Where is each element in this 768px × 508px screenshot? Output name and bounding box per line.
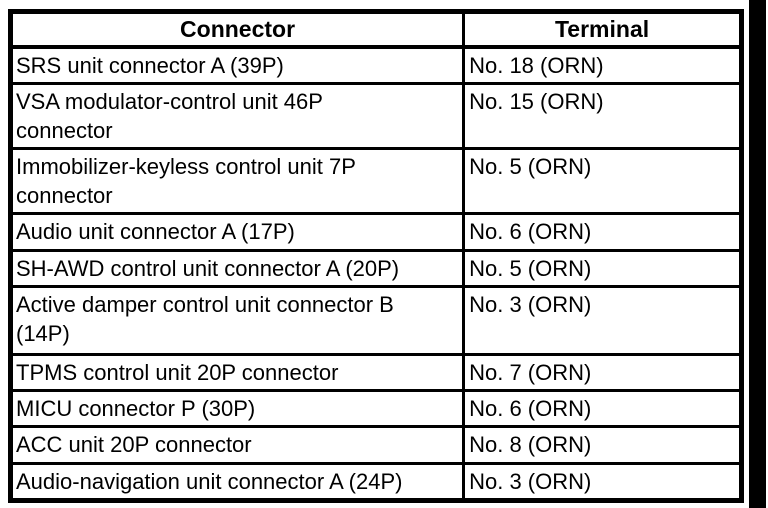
table-row: Audio-navigation unit connector A (24P) … [10, 462, 742, 501]
connector-cell: VSA modulator-control unit 46P connector [10, 82, 464, 149]
connector-cell: MICU connector P (30P) [10, 389, 464, 427]
connector-cell: Active damper control unit connector B (… [10, 285, 464, 355]
table-row: Active damper control unit connector B (… [10, 285, 742, 355]
table-row: ACC unit 20P connector No. 8 (ORN) [10, 425, 742, 464]
terminal-cell: No. 6 (ORN) [462, 389, 742, 427]
table-row: Audio unit connector A (17P) No. 6 (ORN) [10, 212, 742, 251]
connector-cell: Audio unit connector A (17P) [10, 212, 464, 251]
table-row: MICU connector P (30P) No. 6 (ORN) [10, 389, 742, 427]
terminal-cell: No. 3 (ORN) [462, 285, 742, 355]
table-row: TPMS control unit 20P connector No. 7 (O… [10, 353, 742, 391]
column-header-connector: Connector [10, 11, 464, 49]
table-row: SH-AWD control unit connector A (20P) No… [10, 249, 742, 287]
header-row: Connector Terminal [10, 11, 742, 49]
table-row: SRS unit connector A (39P) No. 18 (ORN) [10, 45, 742, 84]
terminal-cell: No. 7 (ORN) [462, 353, 742, 391]
table-row: Immobilizer-keyless control unit 7P conn… [10, 147, 742, 214]
terminal-cell: No. 15 (ORN) [462, 82, 742, 149]
terminal-cell: No. 8 (ORN) [462, 425, 742, 464]
connector-cell: TPMS control unit 20P connector [10, 353, 464, 391]
connector-terminal-table: Connector Terminal SRS unit connector A … [8, 9, 744, 503]
table-row: VSA modulator-control unit 46P connector… [10, 82, 742, 149]
column-header-terminal: Terminal [462, 11, 742, 49]
terminal-cell: No. 3 (ORN) [462, 462, 742, 501]
connector-cell: Audio-navigation unit connector A (24P) [10, 462, 464, 501]
terminal-cell: No. 18 (ORN) [462, 45, 742, 84]
connector-cell: SH-AWD control unit connector A (20P) [10, 249, 464, 287]
connector-cell: ACC unit 20P connector [10, 425, 464, 464]
connector-cell: Immobilizer-keyless control unit 7P conn… [10, 147, 464, 214]
terminal-cell: No. 5 (ORN) [462, 249, 742, 287]
connector-cell: SRS unit connector A (39P) [10, 45, 464, 84]
terminal-cell: No. 6 (ORN) [462, 212, 742, 251]
terminal-cell: No. 5 (ORN) [462, 147, 742, 214]
scrollbar[interactable] [749, 0, 766, 508]
